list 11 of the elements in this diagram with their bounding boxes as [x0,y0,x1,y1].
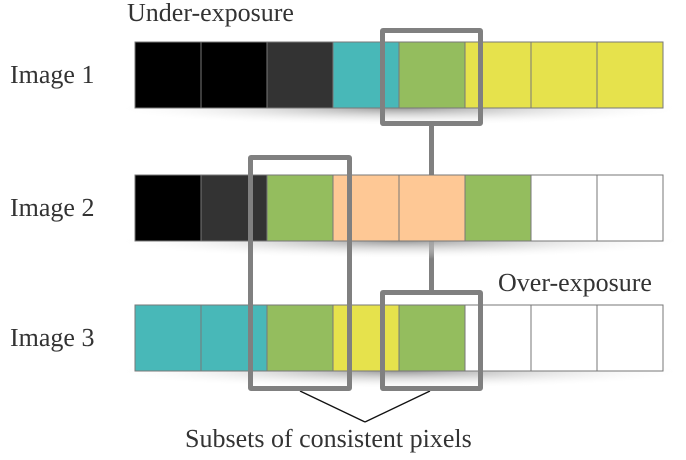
leader-line [364,390,430,423]
row-label: Image 3 [10,323,94,353]
highlight-frame [380,290,483,391]
highlight-frame [380,28,483,126]
leader-line [300,390,366,423]
exposure-label: Under-exposure [127,0,294,28]
highlight-frame [248,155,352,391]
exposure-label: Over-exposure [498,268,652,298]
caption-text: Subsets of consistent pixels [185,424,472,454]
row-label: Image 2 [10,193,94,223]
row-label: Image 1 [10,60,94,90]
